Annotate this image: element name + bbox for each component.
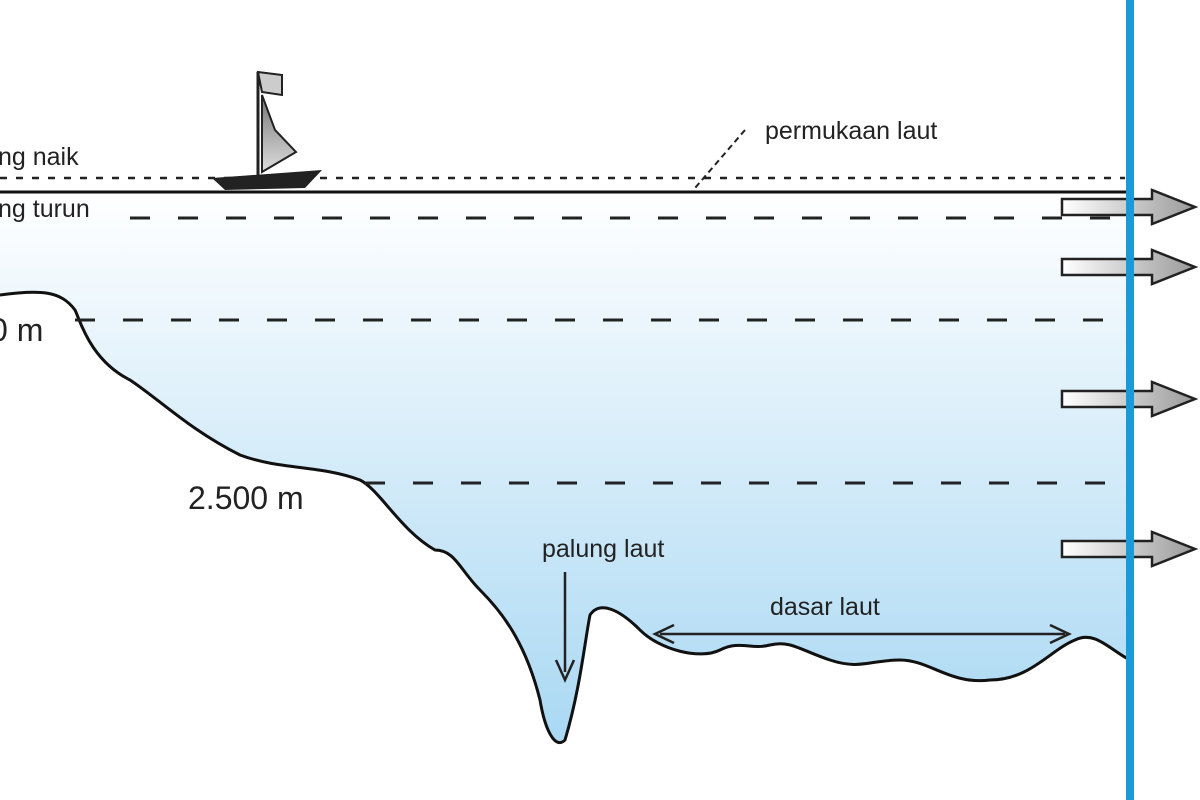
trench-arrowhead: [554, 659, 576, 684]
shelf-depth-label: 0 m: [0, 312, 44, 348]
boundary-line: [1126, 0, 1134, 800]
high-tide-label: ng naik: [0, 143, 79, 171]
sea-surface-label: permukaan laut: [765, 117, 938, 145]
seafloor-arrowhead-right: [1049, 623, 1072, 645]
low-tide-label: ng turun: [0, 195, 90, 223]
sea-floor-label: dasar laut: [770, 593, 880, 621]
seabed-outline: [0, 290, 1131, 744]
sailboat-icon: [212, 70, 322, 190]
seafloor-arrowhead-left: [652, 623, 675, 645]
surface-leader-line: [694, 129, 746, 189]
slope-depth-label: 2.500 m: [188, 480, 304, 516]
trench-label: palung laut: [542, 535, 665, 563]
water-body: [0, 192, 1130, 743]
